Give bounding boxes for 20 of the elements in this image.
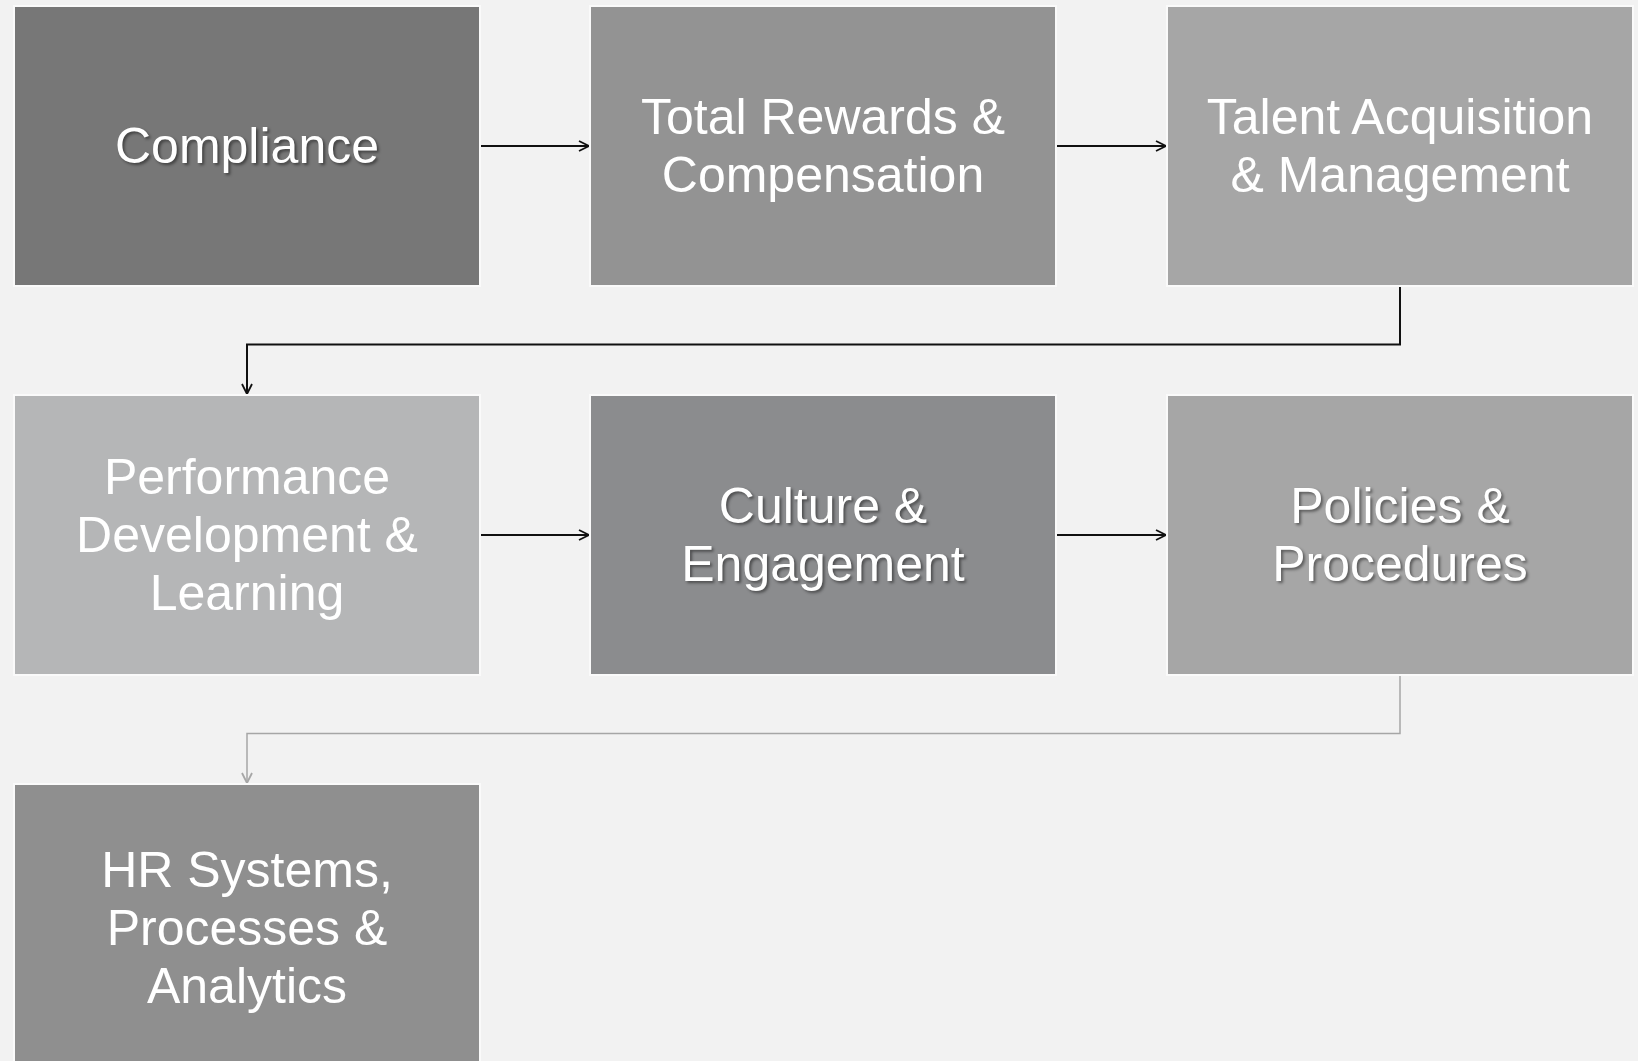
- process-box: [1166, 394, 1634, 676]
- process-box: [589, 394, 1057, 676]
- arrow: [480, 529, 590, 541]
- box-label: Performance Development & Learning: [75, 448, 419, 622]
- box-label: HR Systems, Processes & Analytics: [100, 841, 394, 1015]
- box-label: Policies & Procedures: [1271, 477, 1529, 593]
- box-label: Talent Acquisition & Management: [1205, 88, 1595, 204]
- box-label: Compliance: [115, 117, 379, 175]
- arrow: [241, 286, 1401, 395]
- arrow: [480, 140, 590, 152]
- arrow: [241, 675, 1401, 784]
- process-box: [589, 5, 1057, 287]
- box-label: Culture & Engagement: [680, 477, 966, 593]
- process-box: [13, 5, 481, 287]
- process-box: [13, 783, 481, 1061]
- process-box: [1166, 5, 1634, 287]
- arrow: [1056, 140, 1167, 152]
- box-label: Total Rewards & Compensation: [639, 88, 1006, 204]
- process-box: [13, 394, 481, 676]
- arrow: [1056, 529, 1167, 541]
